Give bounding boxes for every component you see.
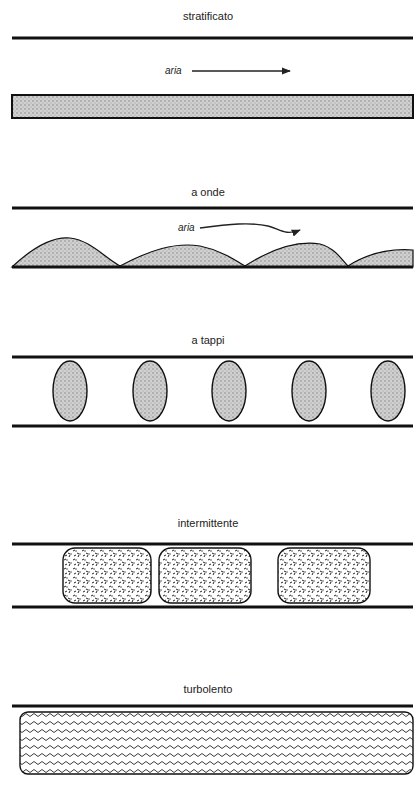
regime-title: a tappi (191, 334, 224, 346)
turbulent-pipe (12, 706, 413, 774)
slug-pipe (12, 357, 413, 426)
stratified-pipe (12, 38, 413, 118)
wavy-pipe (12, 208, 413, 267)
regime-title: turbolento (184, 683, 233, 695)
regime-title: a onde (191, 186, 225, 198)
flow-label: aria (165, 65, 182, 76)
regime-title: stratificato (183, 10, 233, 22)
flow-label: aria (178, 222, 195, 233)
intermittent-pipe (12, 544, 413, 607)
regime-title: intermittente (178, 517, 239, 529)
